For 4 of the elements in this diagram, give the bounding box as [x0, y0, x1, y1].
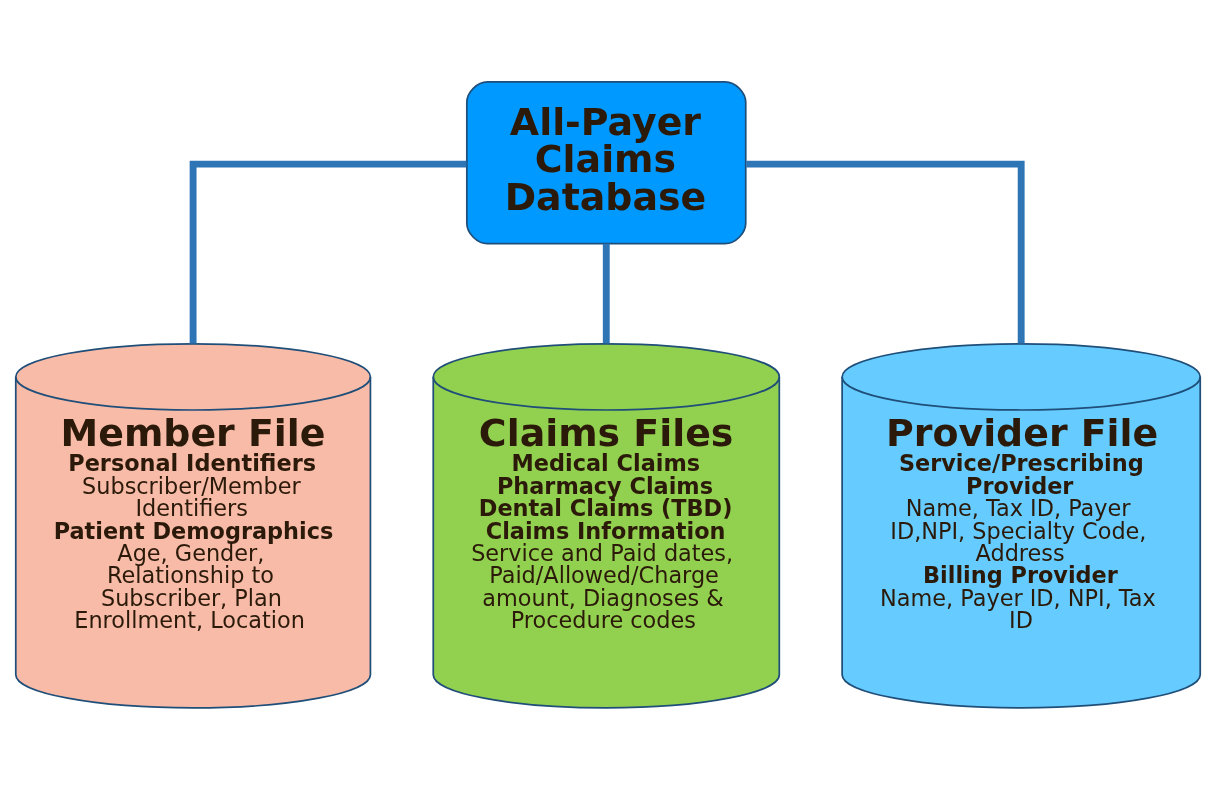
- node-box: All-Payer Claims Database: [465, 80, 747, 245]
- connector: [746, 160, 1025, 343]
- connector: [189, 160, 467, 343]
- connector: [602, 243, 610, 343]
